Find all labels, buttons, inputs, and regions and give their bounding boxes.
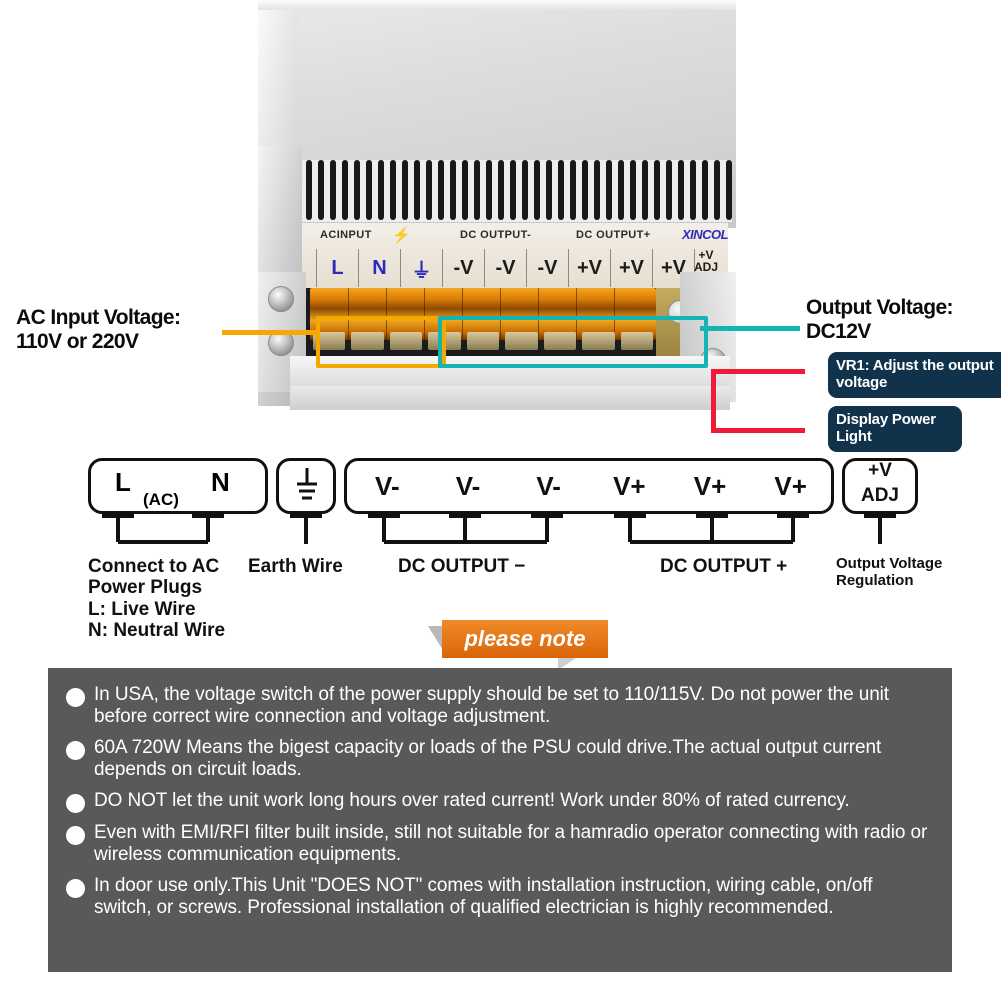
- terminal-cell-v-plus-3: +V: [653, 249, 695, 287]
- display-power-callout-line-horizontal: [711, 428, 805, 433]
- banner-text: please note: [464, 626, 586, 651]
- note-item: Even with EMI/RFI filter built inside, s…: [62, 822, 934, 866]
- ac-terminal-sublabel: (AC): [143, 490, 179, 509]
- ac-connection-label-line3: L: Live Wire: [88, 598, 196, 620]
- banner-body: please note: [442, 620, 608, 658]
- bullet-icon: [66, 879, 85, 899]
- earth-wire-label: Earth Wire: [248, 556, 343, 577]
- screw-terminal-block: [310, 288, 656, 340]
- ac-callout-line: [222, 330, 318, 335]
- psu-foot-edge: [290, 386, 730, 410]
- dc-terminal-v-minus-3: V-: [536, 470, 561, 501]
- terminal-screws: [310, 330, 656, 352]
- dc-terminal-box: V- V- V- V+ V+ V+: [344, 458, 834, 514]
- brand-logo: XINCOL: [682, 227, 729, 242]
- note-item: In door use only.This Unit "DOES NOT" co…: [62, 875, 934, 919]
- note-text: In USA, the voltage switch of the power …: [94, 684, 889, 728]
- ac-terminal-n: N: [211, 467, 230, 497]
- terminal-cell-v-plus-1: +V: [569, 249, 611, 287]
- note-text: 60A 720W Means the bigest capacity or lo…: [94, 737, 882, 781]
- display-power-callout-line-vertical: [711, 408, 716, 433]
- terminal-wiring-diagram: L N (AC) V- V- V- V+ V+ V+ +V ADJ: [0, 452, 1001, 641]
- psu-adj-line2: ADJ: [693, 260, 718, 274]
- vr1-callout-line-vertical: [711, 369, 716, 429]
- note-text: Even with EMI/RFI filter built inside, s…: [94, 822, 928, 866]
- power-supply-photo: ACINPUT ⚡ DC OUTPUT- DC OUTPUT+ XINCOL L…: [250, 0, 750, 450]
- bullet-icon: [66, 741, 85, 761]
- output-voltage-regulation-line1: Output Voltage: [836, 555, 943, 572]
- note-item: DO NOT let the unit work long hours over…: [62, 790, 934, 814]
- dc-terminal-v-minus-1: V-: [375, 470, 400, 501]
- ac-connection-label-line2: Power Plugs: [88, 577, 203, 599]
- ac-input-callout-text: AC Input Voltage: 110V or 220V: [16, 306, 226, 353]
- earth-ground-icon: [297, 468, 317, 500]
- ac-connection-label-line1: Connect to AC: [88, 556, 220, 577]
- terminal-cell-v-minus-2: -V: [485, 249, 527, 287]
- ac-input-label: ACINPUT: [320, 229, 372, 241]
- output-voltage-regulation-line2: Regulation: [836, 571, 914, 589]
- banner-ribbon-fold: [428, 626, 444, 652]
- terminal-cell-n: N: [359, 249, 401, 287]
- adj-terminal-line2: ADJ: [860, 485, 899, 506]
- terminal-cell-v-minus-3: -V: [527, 249, 569, 287]
- dc-terminal-v-plus-3: V+: [774, 470, 807, 501]
- ac-connection-label-line4: N: Neutral Wire: [88, 619, 226, 641]
- banner-tail: [558, 658, 576, 670]
- display-power-tag: Display Power Light: [828, 406, 962, 452]
- psu-bottom-edge: [290, 356, 730, 386]
- dc-callout-line: [700, 326, 800, 331]
- ac-terminal-box: L N (AC): [88, 458, 268, 514]
- dc-terminal-v-minus-2: V-: [455, 470, 481, 501]
- ac-input-highlight-box: [316, 316, 446, 368]
- psu-adj-label: +V ADJ: [684, 249, 728, 273]
- ac-input-callout-line2: 110V or 220V: [16, 329, 139, 353]
- terminal-cells: L N ⏚ -V -V -V +V +V +V: [302, 249, 728, 289]
- adj-terminal-box: +V ADJ: [842, 458, 918, 514]
- adj-terminal-line1: +V: [868, 460, 892, 481]
- note-text: DO NOT let the unit work long hours over…: [94, 790, 850, 812]
- mounting-screw-top-left: [268, 286, 294, 312]
- terminal-cell-v-minus-1: -V: [443, 249, 485, 287]
- psu-top-bevel: [258, 0, 736, 10]
- bracket-connectors: [102, 514, 896, 544]
- terminal-cell-ground: ⏚: [401, 249, 443, 287]
- notes-panel: In USA, the voltage switch of the power …: [48, 668, 952, 972]
- bullet-icon: [66, 688, 85, 707]
- output-voltage-callout-text: Output Voltage: DC12V: [806, 296, 1001, 343]
- output-voltage-callout-line1: Output Voltage:: [806, 296, 954, 319]
- vr1-tag: VR1: Adjust the output voltage: [828, 352, 1001, 398]
- ventilation-slots: [302, 160, 732, 222]
- bullet-icon: [66, 794, 85, 814]
- note-item: 60A 720W Means the bigest capacity or lo…: [62, 737, 934, 781]
- output-voltage-regulation-label: Output Voltage Regulation: [836, 555, 996, 590]
- dc-output-plus-diagram-label: DC OUTPUT +: [660, 556, 788, 577]
- dc-output-highlight-box: [438, 316, 708, 368]
- dc-output-minus-label: DC OUTPUT-: [460, 229, 532, 241]
- dc-output-minus-diagram-label: DC OUTPUT −: [398, 556, 526, 577]
- terminal-cell-l: L: [316, 249, 359, 287]
- psu-adj-line1: +V: [698, 248, 714, 262]
- note-text: In door use only.This Unit "DOES NOT" co…: [94, 875, 873, 919]
- vr1-callout-line-horizontal: [711, 369, 805, 374]
- psu-terminal-label: ACINPUT ⚡ DC OUTPUT- DC OUTPUT+ XINCOL L…: [302, 222, 729, 289]
- ac-input-callout-line1: AC Input Voltage:: [16, 306, 181, 329]
- ac-connection-label: Connect to AC Power Plugs L: Live Wire N…: [88, 556, 238, 641]
- dc-terminal-v-plus-2: V+: [693, 470, 727, 501]
- terminal-cell-v-plus-2: +V: [611, 249, 653, 287]
- ground-terminal-box: [276, 458, 336, 514]
- ac-terminal-l: L: [115, 467, 131, 497]
- output-voltage-callout-line2: DC12V: [806, 319, 871, 343]
- please-note-banner: please note: [428, 620, 618, 670]
- note-item: In USA, the voltage switch of the power …: [62, 684, 934, 728]
- bullet-icon: [66, 826, 85, 846]
- lightning-bolt-icon: ⚡: [392, 227, 412, 244]
- dc-terminal-v-plus-1: V+: [613, 470, 646, 501]
- dc-output-plus-label: DC OUTPUT+: [576, 229, 651, 241]
